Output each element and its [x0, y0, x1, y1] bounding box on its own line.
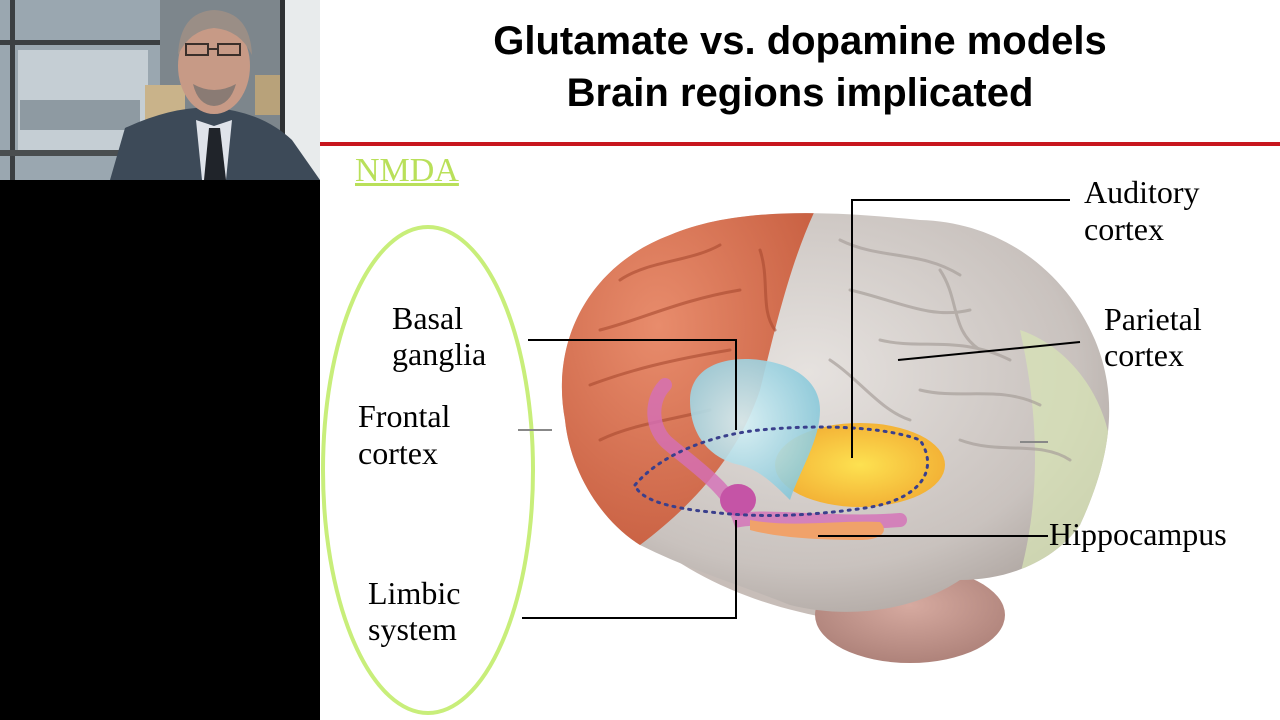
parietal-cortex-label-line2: cortex: [1104, 337, 1184, 373]
title-divider: [320, 142, 1280, 146]
basal-ganglia-label-line1: Basal: [392, 300, 464, 336]
frontal-cortex-label-line2: cortex: [358, 435, 438, 471]
limbic-system-label-line2: system: [368, 611, 457, 647]
limbic-system-label-line1: Limbic: [368, 575, 461, 611]
auditory-cortex-leader: [851, 199, 1070, 458]
auditory-cortex-label-line1: Auditory: [1084, 174, 1200, 210]
gyri-lines: [828, 238, 1072, 462]
basal-ganglia-label-line2: ganglia: [392, 336, 487, 372]
leader-lines: [518, 199, 1081, 619]
nmda-ellipse: [321, 225, 535, 715]
limbic-system-leader: [522, 520, 737, 619]
auditory-cortex-label-line2: cortex: [1084, 211, 1164, 247]
slide: Glutamate vs. dopamine models Brain regi…: [320, 0, 1280, 720]
presenter-video-frame: [0, 0, 320, 180]
parietal-cortex-leader: [897, 341, 1081, 361]
nmda-link[interactable]: NMDA: [355, 152, 459, 189]
presenter-webcam: [0, 0, 320, 180]
parietal-cortex-label-line1: Parietal: [1104, 301, 1202, 337]
slide-title-line1: Glutamate vs. dopamine models: [493, 19, 1107, 63]
hippocampus-label: Hippocampus: [1049, 516, 1227, 552]
slide-title-line2: Brain regions implicated: [566, 71, 1034, 115]
auditory-dotted-outline: [633, 425, 930, 517]
frontal-cortex-label-line1: Frontal: [358, 398, 451, 434]
basal-ganglia-region: [690, 359, 820, 500]
amygdala-region: [720, 484, 756, 516]
auditory-cortex-region: [775, 423, 945, 507]
basal-ganglia-leader: [528, 339, 737, 430]
frontal-lobe-region: [561, 213, 820, 560]
brain-diagram: [321, 199, 1110, 715]
left-black-panel: [0, 180, 320, 720]
brain-illustration: [561, 213, 1110, 663]
